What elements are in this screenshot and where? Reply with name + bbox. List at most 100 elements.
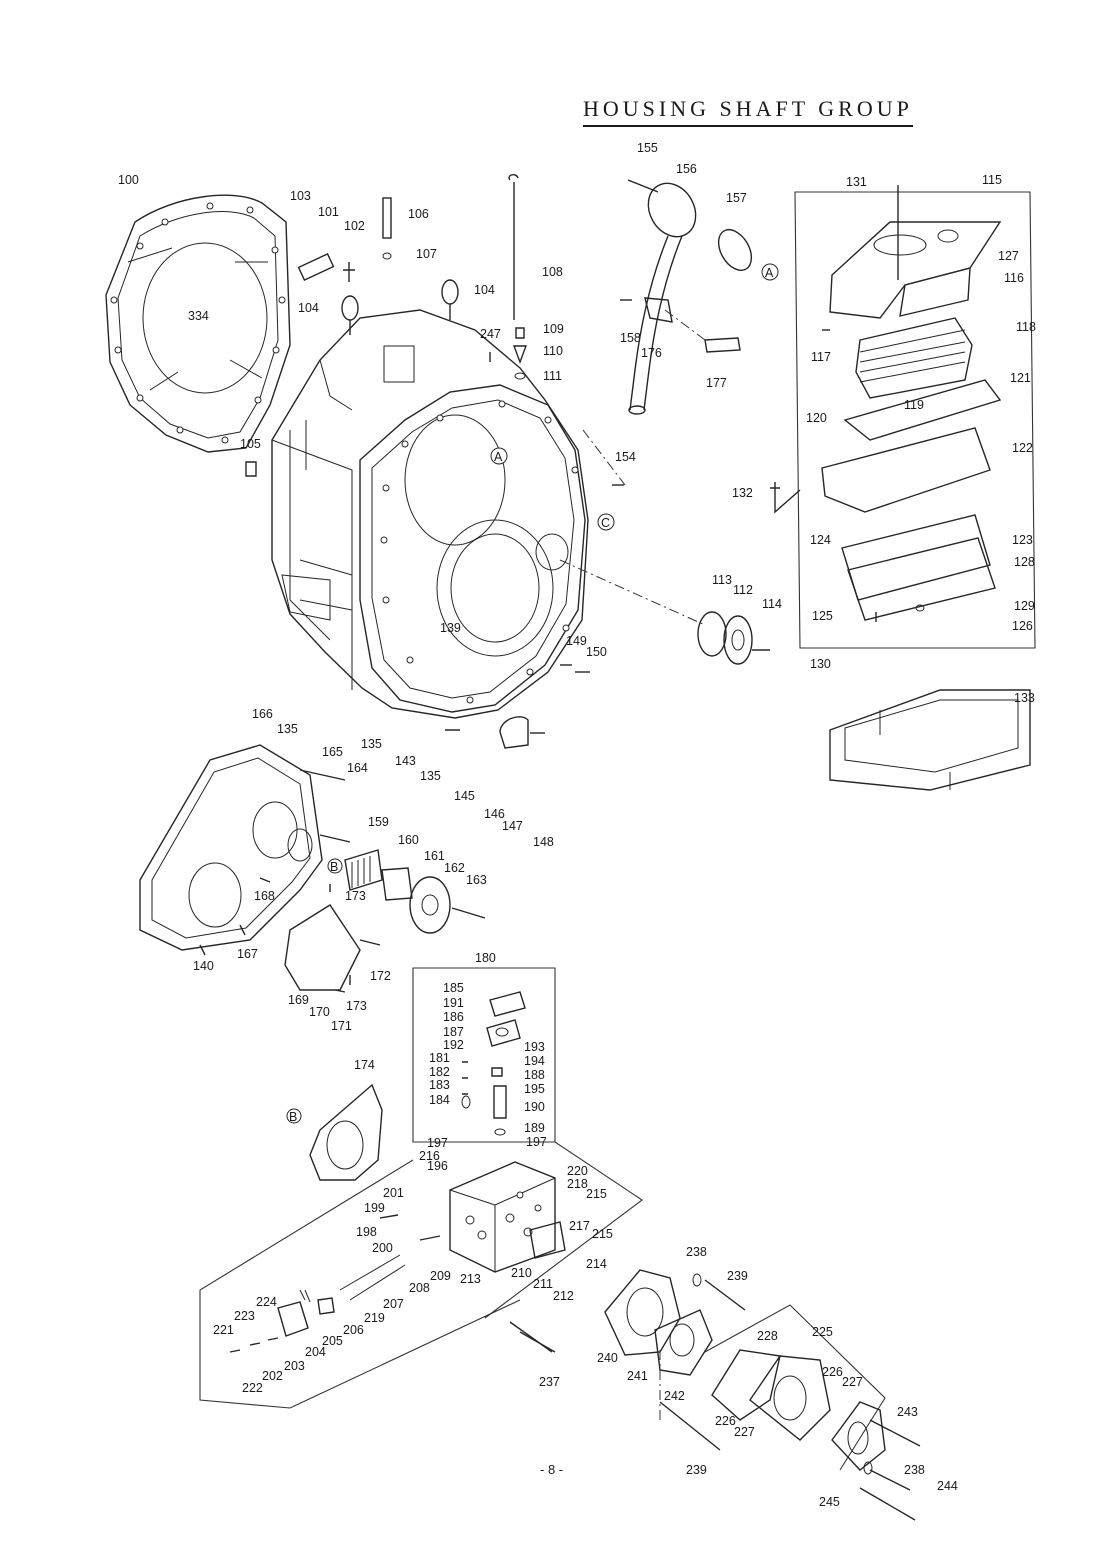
part-label-224: 224 [256, 1295, 277, 1309]
part-label-194: 194 [524, 1054, 545, 1068]
part-label-130: 130 [810, 657, 831, 671]
part-label-239: 239 [727, 1269, 748, 1283]
part-label-128: 128 [1014, 555, 1035, 569]
part-label-241: 241 [627, 1369, 648, 1383]
part-label-146: 146 [484, 807, 505, 821]
part-label-166: 166 [252, 707, 273, 721]
part-label-148: 148 [533, 835, 554, 849]
part-label-239-2: 239 [686, 1463, 707, 1477]
part-label-219: 219 [364, 1311, 385, 1325]
part-label-161: 161 [424, 849, 445, 863]
part-label-110: 110 [543, 344, 563, 358]
part-label-125: 125 [812, 609, 833, 623]
part-label-100: 100 [118, 173, 139, 187]
part-label-238: 238 [686, 1245, 707, 1259]
reference-marker-a-1: A [494, 450, 503, 464]
part-label-107: 107 [416, 247, 437, 261]
part-label-197: 197 [427, 1136, 448, 1150]
part-label-168: 168 [254, 889, 275, 903]
part-label-243: 243 [897, 1405, 918, 1419]
part-label-222: 222 [242, 1381, 263, 1395]
part-label-133: 133 [1014, 691, 1035, 705]
part-label-113: 113 [712, 573, 732, 587]
part-label-183: 183 [429, 1078, 450, 1092]
part-label-140: 140 [193, 959, 214, 973]
part-label-216: 216 [419, 1149, 440, 1163]
part-label-114: 114 [762, 597, 782, 611]
part-label-155: 155 [637, 141, 658, 155]
part-label-196: 196 [427, 1159, 448, 1173]
retainer-drawing [445, 484, 770, 749]
part-label-193: 193 [524, 1040, 545, 1054]
part-label-149: 149 [566, 634, 587, 648]
flywheel-housing-drawing [105, 194, 291, 453]
part-label-227: 227 [842, 1375, 863, 1389]
part-label-108: 108 [542, 265, 563, 279]
part-label-188: 188 [524, 1068, 545, 1082]
part-label-167: 167 [237, 947, 258, 961]
part-label-200: 200 [372, 1241, 393, 1255]
part-label-143: 143 [395, 754, 416, 768]
part-label-120: 120 [806, 411, 827, 425]
reference-marker-b-2: B [289, 1110, 297, 1124]
part-label-163: 163 [466, 873, 487, 887]
part-label-186: 186 [443, 1010, 464, 1024]
part-label-159: 159 [368, 815, 389, 829]
reference-marker-c-1: C [601, 516, 610, 530]
transmission-housing-drawing [271, 309, 706, 719]
part-label-240: 240 [597, 1351, 618, 1365]
part-label-170: 170 [309, 1005, 330, 1019]
part-label-181: 181 [429, 1051, 450, 1065]
page-title: HOUSING SHAFT GROUP [583, 96, 913, 127]
part-label-105: 105 [240, 437, 261, 451]
part-label-135-3: 135 [420, 769, 441, 783]
part-label-228: 228 [757, 1329, 778, 1343]
part-label-173: 173 [345, 889, 366, 903]
part-label-223: 223 [234, 1309, 255, 1323]
part-label-135: 135 [277, 722, 298, 736]
part-label-160: 160 [398, 833, 419, 847]
part-label-208: 208 [409, 1281, 430, 1295]
part-label-172: 172 [370, 969, 391, 983]
part-label-104-2: 104 [474, 283, 495, 297]
part-label-203: 203 [284, 1359, 305, 1373]
part-label-106: 106 [408, 207, 429, 221]
part-label-102: 102 [344, 219, 365, 233]
part-label-245: 245 [819, 1495, 840, 1509]
part-label-121: 121 [1010, 371, 1031, 385]
part-label-135-2: 135 [361, 737, 382, 751]
part-label-213: 213 [460, 1272, 481, 1286]
part-label-220: 220 [567, 1164, 588, 1178]
control-valve-drawing [199, 967, 643, 1409]
reference-marker-b-1: B [330, 860, 338, 874]
part-label-101: 101 [318, 205, 339, 219]
part-label-173-2: 173 [346, 999, 367, 1013]
part-label-123: 123 [1012, 533, 1033, 547]
part-label-187: 187 [443, 1025, 464, 1039]
part-label-209: 209 [430, 1269, 451, 1283]
part-label-164: 164 [347, 761, 368, 775]
front-cover-drawing [139, 744, 486, 993]
part-label-103: 103 [290, 189, 311, 203]
part-label-190: 190 [524, 1100, 545, 1114]
part-label-247: 247 [480, 327, 501, 341]
part-label-189: 189 [524, 1121, 545, 1135]
part-label-180: 180 [475, 951, 496, 965]
part-label-127: 127 [998, 249, 1019, 263]
part-label-119: 119 [904, 398, 924, 412]
part-label-199: 199 [364, 1201, 385, 1215]
part-label-165: 165 [322, 745, 343, 759]
part-label-191: 191 [443, 996, 464, 1010]
part-label-129: 129 [1014, 599, 1035, 613]
part-label-212: 212 [553, 1289, 574, 1303]
part-label-158: 158 [620, 331, 641, 345]
part-label-115: 115 [982, 173, 1002, 187]
hydraulic-pump-drawing [519, 1269, 921, 1521]
part-label-334: 334 [188, 309, 209, 323]
part-label-214: 214 [586, 1257, 607, 1271]
part-label-122: 122 [1012, 441, 1033, 455]
part-label-238-2: 238 [904, 1463, 925, 1477]
part-label-154: 154 [615, 450, 636, 464]
upper-small-parts-drawing [245, 173, 528, 477]
